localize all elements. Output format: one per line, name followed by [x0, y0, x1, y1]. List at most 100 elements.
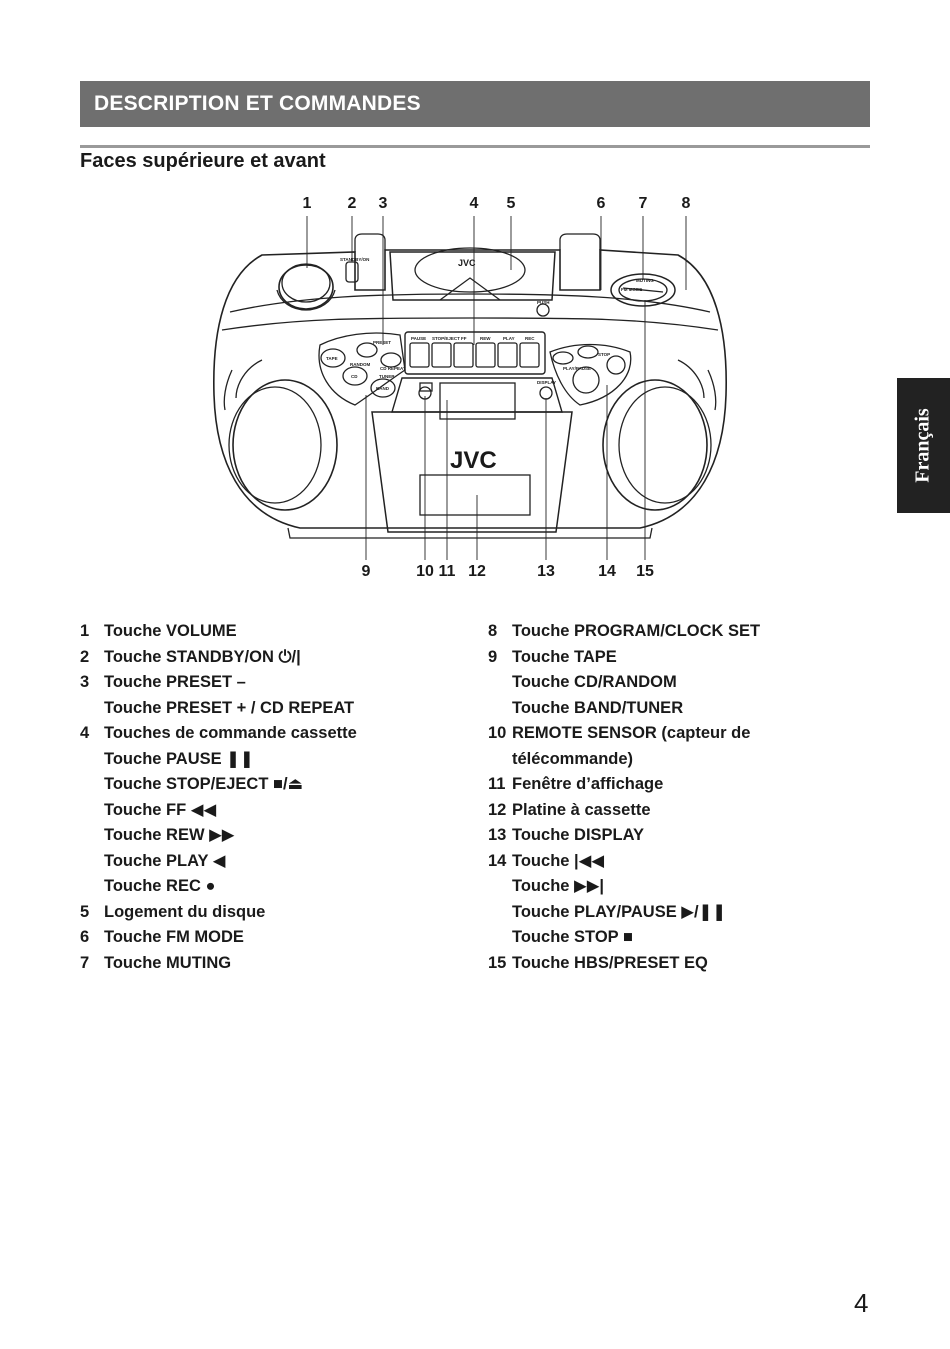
list-item: Touche ▶▶| — [488, 874, 808, 900]
list-item: Touche STOP/EJECT ■/⏏ — [80, 772, 450, 798]
list-item: 4 Touches de commande cassette — [80, 721, 450, 747]
callout-13: 13 — [537, 563, 555, 580]
list-item: Touche STOP ■ — [488, 925, 808, 951]
label-rew: REW — [480, 336, 491, 341]
brand-logo-front: JVC — [450, 447, 497, 474]
item-text: Touche STANDBY/ON ⏻/| — [104, 647, 301, 666]
label-stop: STOP — [598, 352, 610, 357]
item-text: Touche STOP/EJECT ■/⏏ — [104, 775, 304, 793]
callout-8: 8 — [681, 195, 691, 212]
callout-10: 10 — [416, 563, 434, 580]
item-text: Platine à cassette — [512, 800, 651, 819]
section-banner: DESCRIPTION ET COMMANDES — [80, 81, 870, 127]
item-number — [488, 925, 512, 951]
item-text: Logement du disque — [104, 902, 266, 921]
callout-1: 1 — [302, 195, 312, 212]
boombox-diagram: STANDBY/ON PAUSE STOP/EJECT FF REW PLAY … — [213, 216, 727, 560]
item-number: 6 — [80, 928, 90, 946]
callout-3: 3 — [378, 195, 388, 212]
callout-15: 15 — [636, 563, 654, 580]
brand-logo-top: JVC — [458, 258, 476, 268]
label-ff: FF — [461, 336, 467, 341]
standby-button — [345, 261, 359, 283]
label-display: DISPLAY — [537, 380, 556, 385]
list-item: 13 Touche DISPLAY — [488, 823, 808, 849]
callout-4: 4 — [469, 195, 479, 212]
item-text: Touche PROGRAM/CLOCK SET — [512, 622, 761, 640]
label-cd: CD — [351, 374, 358, 379]
list-item: 9 Touche TAPE — [488, 645, 808, 671]
item-number: 11 — [488, 775, 506, 793]
label-standby: STANDBY/ON — [340, 257, 369, 262]
callout-5: 5 — [506, 195, 516, 212]
item-number — [80, 696, 104, 722]
subsection-title: Faces supérieure et avant — [80, 150, 326, 172]
item-number: 9 — [488, 647, 498, 666]
label-tape: TAPE — [326, 356, 338, 361]
cassette-buttons — [404, 331, 546, 375]
item-number — [80, 798, 104, 824]
list-item: 7 Touche MUTING — [80, 951, 450, 977]
list-item: Touche PAUSE ❚❚ — [80, 747, 450, 773]
item-text: Touche ▶▶| — [512, 877, 605, 895]
item-text: Touches de commande cassette — [104, 724, 357, 742]
label-random: RANDOM — [350, 362, 370, 367]
item-number: 3 — [80, 673, 90, 691]
list-item: Touche PLAY ◀ — [80, 849, 450, 875]
label-play-pause: PLAY/PAUSE — [563, 366, 591, 371]
item-text: Touche PRESET – — [104, 673, 246, 691]
callout-11: 11 — [438, 563, 456, 580]
item-text: Touche PLAY/PAUSE ▶/❚❚ — [512, 902, 727, 921]
item-text: Touche REW ▶▶ — [104, 826, 235, 844]
label-tuner: TUNER — [379, 374, 395, 379]
list-item: 8 Touche PROGRAM/CLOCK SET — [488, 619, 808, 645]
item-text: Touche REC ● — [104, 877, 216, 895]
list-item: Touche FF ◀◀ — [80, 798, 450, 824]
item-number: 8 — [488, 622, 498, 640]
item-text: Touche PRESET + / CD REPEAT — [104, 698, 355, 717]
item-text: Touche PAUSE ❚❚ — [104, 749, 254, 768]
item-number — [80, 849, 104, 875]
item-text: Touche TAPE — [512, 647, 617, 666]
list-item: Touche BAND/TUNER — [488, 696, 808, 722]
control-list-right: 8 Touche PROGRAM/CLOCK SET 9 Touche TAPE T… — [488, 619, 808, 976]
list-item: 3 Touche PRESET – — [80, 670, 450, 696]
item-number — [80, 874, 104, 900]
label-stop-eject: STOP/EJECT — [432, 336, 460, 341]
list-item: 11 Fenêtre d’affichage — [488, 772, 808, 798]
item-text: Touche DISPLAY — [512, 826, 645, 844]
item-number — [488, 670, 512, 696]
list-item: Touche PRESET + / CD REPEAT — [80, 696, 450, 722]
label-rec: REC — [525, 336, 535, 341]
right-control-cluster — [549, 343, 632, 406]
item-number — [488, 874, 512, 900]
callout-14: 14 — [598, 563, 616, 580]
list-item: 12 Platine à cassette — [488, 798, 808, 824]
item-text: Touche HBS/PRESET EQ — [512, 953, 708, 972]
item-text: Touche BAND/TUNER — [512, 698, 684, 717]
item-number — [488, 900, 512, 926]
item-number: 15 — [488, 953, 507, 972]
item-text: Touche MUTING — [104, 953, 232, 972]
callout-6: 6 — [596, 195, 606, 212]
item-number: 4 — [80, 724, 90, 742]
item-text: Fenêtre d’affichage — [512, 775, 664, 793]
item-number: 7 — [80, 953, 90, 972]
item-number: 1 — [80, 622, 90, 640]
item-text: Touche CD/RANDOM — [512, 673, 677, 691]
item-number: 12 — [488, 800, 507, 819]
item-number — [488, 696, 512, 722]
item-number — [80, 823, 104, 849]
left-speaker — [223, 359, 338, 511]
label-push: PUSH — [537, 300, 550, 305]
cassette-door — [371, 411, 573, 533]
callout-2: 2 — [347, 195, 357, 212]
item-text: Touche PLAY ◀ — [104, 851, 226, 870]
label-preset: PRESET — [373, 340, 391, 345]
item-number: 2 — [80, 647, 90, 666]
item-number: 13 — [488, 826, 507, 844]
